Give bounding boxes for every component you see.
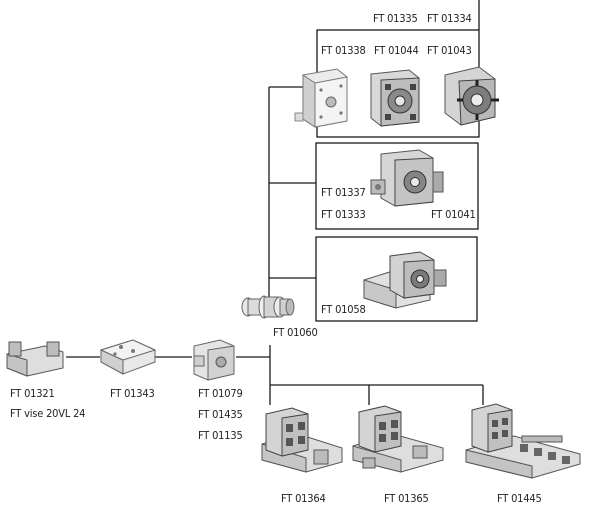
part-ft01043-image — [437, 63, 503, 129]
label-ft01445: FT 01445 — [497, 492, 542, 505]
label-ft01338: FT 01338 — [321, 44, 366, 57]
label-ft01435: FT 01435 — [198, 408, 243, 421]
label-ft01364: FT 01364 — [281, 492, 326, 505]
part-ft01364-image — [258, 404, 346, 476]
part-ft01060-image — [240, 293, 296, 321]
part-ft01044-image — [363, 64, 425, 130]
label-ft01043: FT 01043 — [427, 44, 472, 57]
label-ft01365: FT 01365 — [384, 492, 429, 505]
label-ft01335: FT 01335 — [373, 12, 418, 25]
part-ft01338-image — [293, 65, 355, 131]
part-ft01041-image — [367, 146, 447, 212]
part-ft01079-image — [190, 336, 240, 382]
label-ft-vise: FT vise 20VL 24 — [10, 407, 85, 420]
part-ft01365-image — [349, 402, 447, 474]
label-ft01321: FT 01321 — [10, 387, 55, 400]
label-ft01058: FT 01058 — [321, 303, 366, 316]
label-ft01333: FT 01333 — [321, 208, 366, 221]
part-ft01321-image — [5, 338, 67, 378]
label-ft01060: FT 01060 — [273, 326, 318, 339]
label-ft01337: FT 01337 — [321, 186, 366, 199]
part-ft01058-image — [360, 250, 456, 310]
part-ft01343-image — [99, 336, 157, 378]
part-ft01445-image — [462, 400, 584, 480]
label-ft01343: FT 01343 — [110, 387, 155, 400]
label-ft01334: FT 01334 — [427, 12, 472, 25]
label-ft01135: FT 01135 — [198, 429, 243, 442]
label-ft01079: FT 01079 — [198, 387, 243, 400]
label-ft01044: FT 01044 — [374, 44, 419, 57]
label-ft01041: FT 01041 — [431, 208, 476, 221]
